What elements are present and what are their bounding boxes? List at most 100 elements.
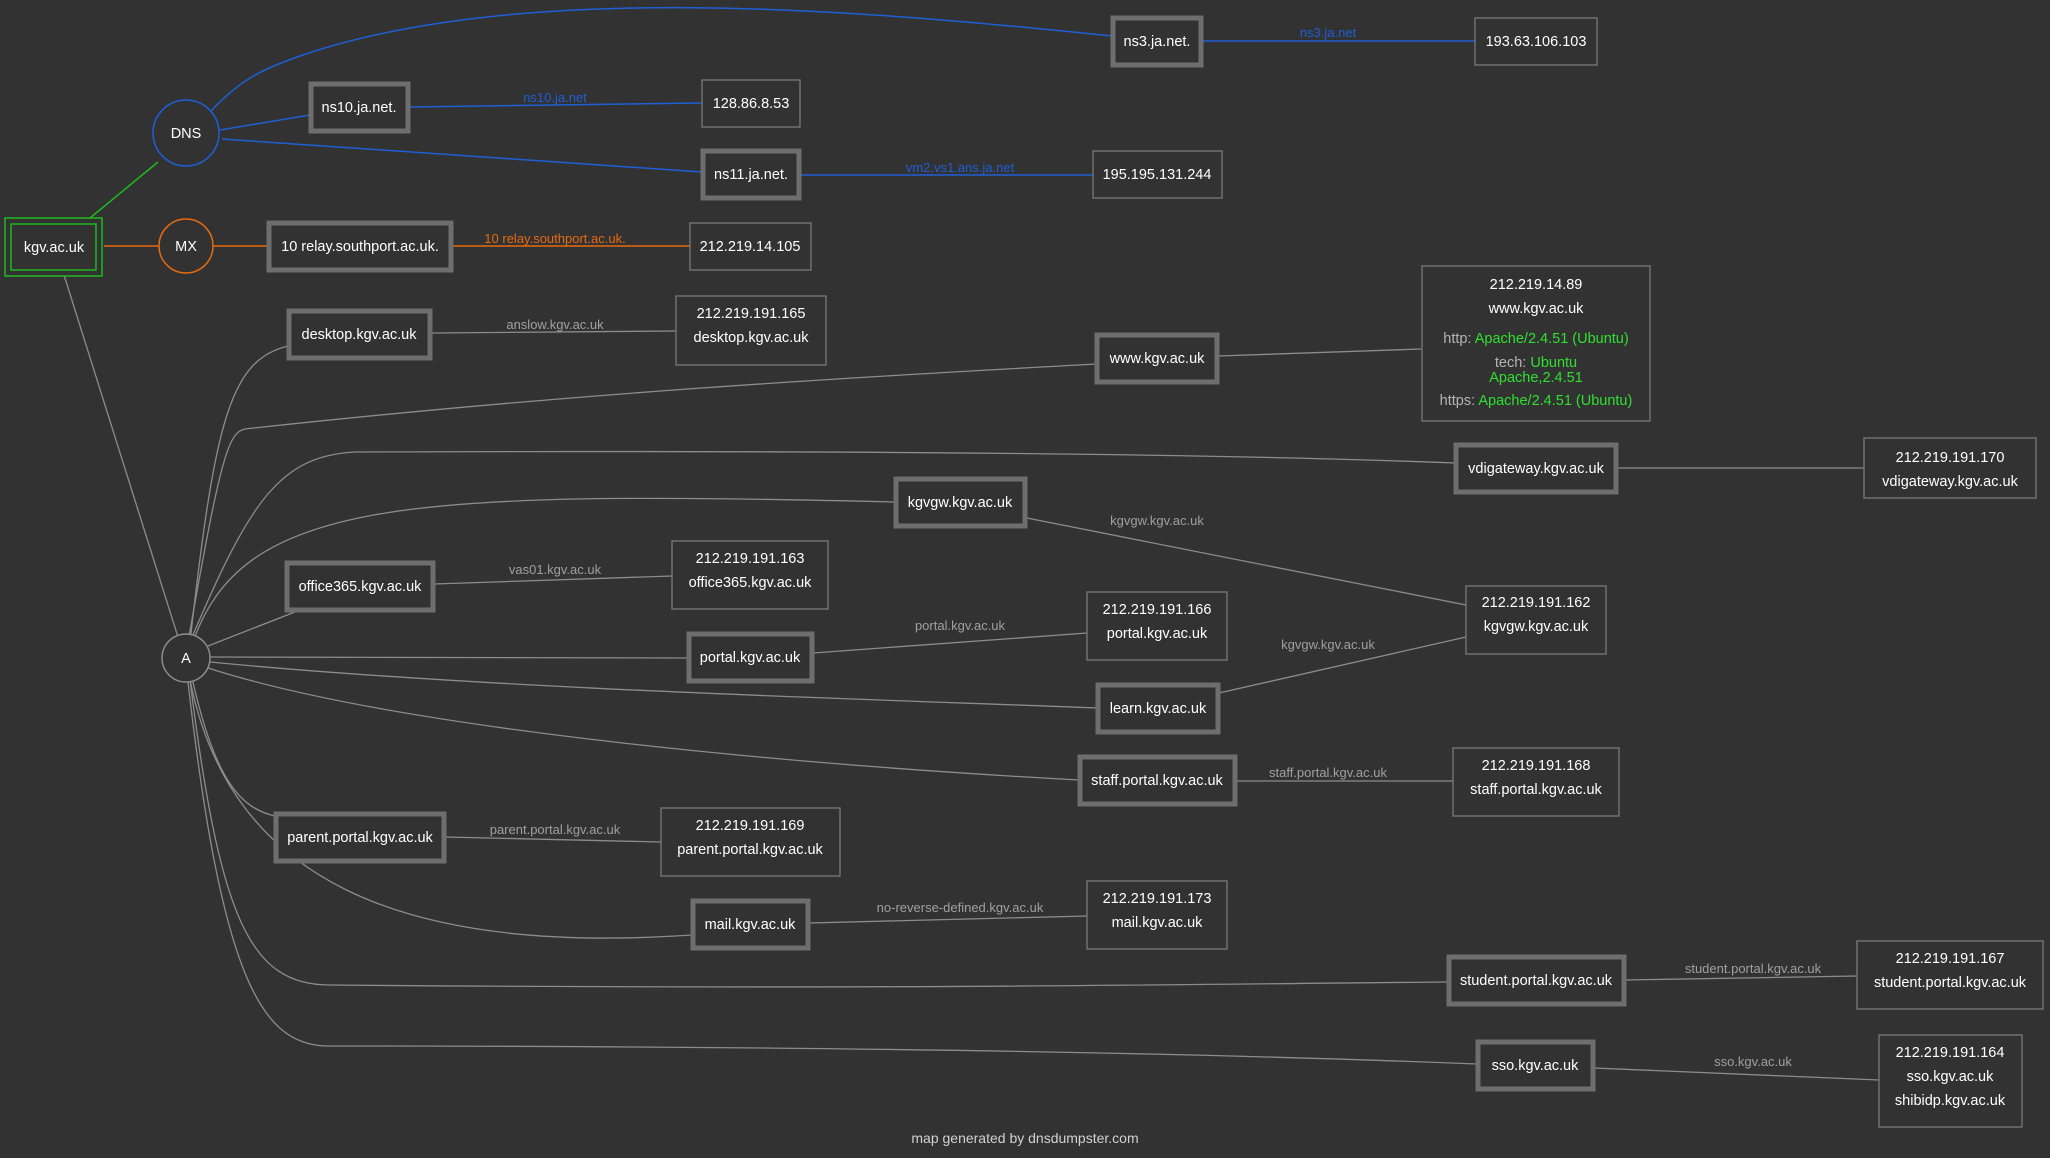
root-domain-label: kgv.ac.uk: [24, 240, 85, 256]
host-ns10[interactable]: ns10.ja.net.: [308, 81, 411, 134]
ip-box-relay[interactable]: 212.219.14.105: [689, 222, 812, 271]
edge-label-office365: vas01.kgv.ac.uk: [509, 562, 602, 577]
ip-box-portal[interactable]: 212.219.191.166 portal.kgv.ac.uk: [1086, 591, 1228, 661]
host-portal[interactable]: portal.kgv.ac.uk: [686, 631, 815, 684]
host-ns3[interactable]: ns3.ja.net.: [1110, 15, 1204, 68]
ip-box-desktop[interactable]: 212.219.191.165 desktop.kgv.ac.uk: [675, 295, 827, 366]
host-student[interactable]: student.portal.kgv.ac.uk: [1446, 954, 1627, 1007]
www-info-tech-value-1: Ubuntu: [1530, 355, 1577, 371]
ip-portal-line-2: portal.kgv.ac.uk: [1107, 626, 1208, 642]
edge-dns-ns3: [209, 6, 1113, 113]
edge-a-office365: [207, 609, 301, 647]
host-learn[interactable]: learn.kgv.ac.uk: [1095, 682, 1221, 735]
www-info-https-label: https:: [1440, 393, 1475, 409]
edge-a-sso: [187, 681, 1478, 1065]
ip-vdigateway-line-2: vdigateway.kgv.ac.uk: [1882, 474, 2018, 490]
host-vdigateway[interactable]: vdigateway.kgv.ac.uk: [1453, 442, 1619, 495]
edge-portal-ip: [812, 632, 1088, 654]
edge-label-ns10: ns10.ja.net: [523, 90, 587, 105]
ip-kgvgw-line-2: kgvgw.kgv.ac.uk: [1484, 619, 1589, 635]
footer-credit: map generated by dnsdumpster.com: [911, 1130, 1139, 1146]
edge-label-portal: portal.kgv.ac.uk: [915, 618, 1006, 633]
host-kgvgw[interactable]: kgvgw.kgv.ac.uk: [893, 476, 1028, 529]
ip-office365-line-2: office365.kgv.ac.uk: [689, 575, 813, 591]
host-www[interactable]: www.kgv.ac.uk: [1094, 332, 1220, 385]
root-domain-node[interactable]: kgv.ac.uk: [4, 217, 103, 277]
host-www-label: www.kgv.ac.uk: [1109, 351, 1206, 367]
ip-box-student[interactable]: 212.219.191.167 student.portal.kgv.ac.uk: [1856, 940, 2044, 1010]
www-info-tech: tech: Ubuntu: [1495, 355, 1577, 371]
edge-a-portal: [209, 656, 689, 659]
ip-box-parent[interactable]: 212.219.191.169 parent.portal.kgv.ac.uk: [660, 807, 841, 877]
edge-dns-ns10: [219, 114, 311, 131]
www-info-ip: 212.219.14.89: [1490, 277, 1583, 293]
host-parent[interactable]: parent.portal.kgv.ac.uk: [273, 811, 447, 864]
edge-desktop-ip: [431, 330, 677, 334]
ip-box-office365[interactable]: 212.219.191.163 office365.kgv.ac.uk: [671, 540, 829, 610]
edge-parent-ip: [444, 836, 662, 843]
edge-office365-ip: [433, 575, 673, 585]
host-staff[interactable]: staff.portal.kgv.ac.uk: [1077, 754, 1238, 807]
edge-label-relay: 10 relay.southport.ac.uk.: [484, 231, 625, 246]
ip-box-kgvgw[interactable]: 212.219.191.162 kgvgw.kgv.ac.uk: [1465, 585, 1607, 655]
host-office365[interactable]: office365.kgv.ac.uk: [284, 560, 436, 613]
host-ns10-label: ns10.ja.net.: [322, 100, 397, 116]
ip-box-mail[interactable]: 212.219.191.173 mail.kgv.ac.uk: [1086, 880, 1228, 950]
host-sso[interactable]: sso.kgv.ac.uk: [1475, 1039, 1596, 1092]
ip-student-line-2: student.portal.kgv.ac.uk: [1874, 975, 2027, 991]
ip-staff-line-1: 212.219.191.168: [1482, 758, 1591, 774]
ip-box-www-info[interactable]: 212.219.14.89 www.kgv.ac.uk http: Apache…: [1421, 265, 1651, 422]
host-ns11[interactable]: ns11.ja.net.: [700, 148, 802, 201]
edge-a-www: [187, 363, 1097, 643]
host-portal-label: portal.kgv.ac.uk: [700, 650, 801, 666]
ip-ns11-line-1: 195.195.131.244: [1103, 167, 1212, 183]
edge-kgvgw-ip: [1026, 517, 1467, 606]
hub-dns[interactable]: DNS: [152, 99, 220, 167]
edge-ns10-ip: [409, 102, 703, 108]
ip-sso-line-3: shibidp.kgv.ac.uk: [1895, 1093, 2006, 1109]
ip-desktop-line-2: desktop.kgv.ac.uk: [694, 330, 810, 346]
host-mail[interactable]: mail.kgv.ac.uk: [690, 898, 811, 951]
host-mail-label: mail.kgv.ac.uk: [705, 917, 797, 933]
edge-label-learn: kgvgw.kgv.ac.uk: [1281, 637, 1375, 652]
edge-a-kgvgw: [191, 497, 896, 646]
ip-box-vdigateway[interactable]: 212.219.191.170 vdigateway.kgv.ac.uk: [1863, 437, 2037, 499]
edge-label-mail: no-reverse-defined.kgv.ac.uk: [877, 900, 1044, 915]
www-info-http: http: Apache/2.4.51 (Ubuntu): [1443, 331, 1628, 347]
host-desktop-label: desktop.kgv.ac.uk: [302, 327, 418, 343]
ip-box-staff[interactable]: 212.219.191.168 staff.portal.kgv.ac.uk: [1452, 747, 1620, 817]
host-vdigateway-label: vdigateway.kgv.ac.uk: [1468, 461, 1604, 477]
ip-sso-line-2: sso.kgv.ac.uk: [1907, 1069, 1995, 1085]
host-office365-label: office365.kgv.ac.uk: [299, 579, 423, 595]
edges: [63, 6, 1880, 1081]
edge-label-student: student.portal.kgv.ac.uk: [1685, 961, 1822, 976]
ip-box-sso[interactable]: 212.219.191.164 sso.kgv.ac.uk shibidp.kg…: [1878, 1034, 2023, 1128]
hub-a[interactable]: A: [161, 633, 211, 683]
edge-label-desktop: anslow.kgv.ac.uk: [506, 317, 604, 332]
ip-box-ns11[interactable]: 195.195.131.244: [1092, 150, 1223, 199]
host-parent-label: parent.portal.kgv.ac.uk: [287, 830, 433, 846]
www-info-http-value: Apache/2.4.51 (Ubuntu): [1475, 331, 1629, 347]
www-info-tech-value-2: Apache,2.4.51: [1489, 370, 1583, 386]
host-relay-label: 10 relay.southport.ac.uk.: [281, 239, 439, 255]
ip-box-ns10[interactable]: 128.86.8.53: [701, 79, 801, 128]
ip-kgvgw-line-1: 212.219.191.162: [1482, 595, 1591, 611]
edge-mail-ip: [808, 915, 1088, 924]
edge-label-sso: sso.kgv.ac.uk: [1714, 1054, 1792, 1069]
edge-label-staff: staff.portal.kgv.ac.uk: [1269, 765, 1388, 780]
host-relay[interactable]: 10 relay.southport.ac.uk.: [266, 220, 454, 273]
ip-box-ns3[interactable]: 193.63.106.103: [1474, 17, 1598, 66]
ip-parent-line-1: 212.219.191.169: [696, 818, 805, 834]
edge-label-ns3: ns3.ja.net: [1300, 25, 1357, 40]
ip-mail-line-2: mail.kgv.ac.uk: [1112, 915, 1204, 931]
ip-ns10-line-1: 128.86.8.53: [713, 96, 790, 112]
edge-a-desktop: [189, 345, 289, 643]
ip-staff-line-2: staff.portal.kgv.ac.uk: [1470, 782, 1602, 798]
edge-student-ip: [1624, 975, 1858, 981]
hub-mx[interactable]: MX: [158, 218, 214, 274]
hub-a-label: A: [181, 651, 191, 667]
host-desktop[interactable]: desktop.kgv.ac.uk: [286, 308, 433, 361]
host-sso-label: sso.kgv.ac.uk: [1492, 1058, 1580, 1074]
host-staff-label: staff.portal.kgv.ac.uk: [1091, 773, 1223, 789]
